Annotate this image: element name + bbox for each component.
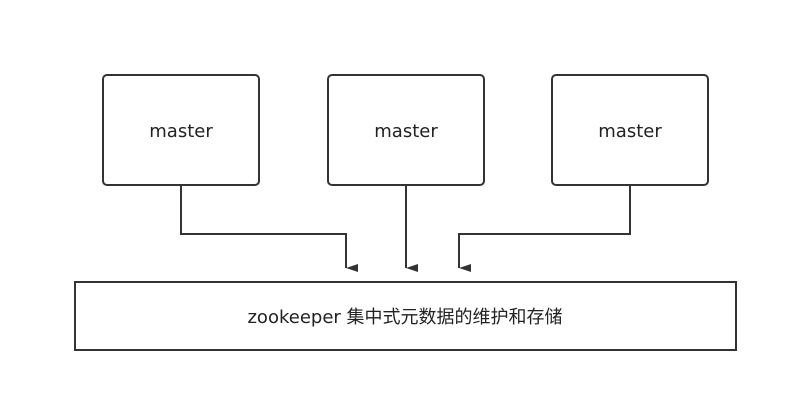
master-node-1-label: master bbox=[149, 121, 213, 142]
master-node-2: master bbox=[327, 74, 485, 186]
master-node-3: master bbox=[551, 74, 709, 186]
master-node-3-label: master bbox=[598, 121, 662, 142]
master-node-1: master bbox=[102, 74, 260, 186]
zookeeper-store: zookeeper 集中式元数据的维护和存储 bbox=[74, 281, 737, 351]
connector-master-3-to-zookeeper bbox=[458, 185, 631, 272]
zookeeper-store-box bbox=[74, 281, 737, 351]
connector-master-1-to-zookeeper bbox=[180, 185, 358, 272]
zookeeper-store-label: zookeeper 集中式元数据的维护和存储 bbox=[247, 307, 562, 328]
master-node-2-label: master bbox=[374, 121, 438, 142]
